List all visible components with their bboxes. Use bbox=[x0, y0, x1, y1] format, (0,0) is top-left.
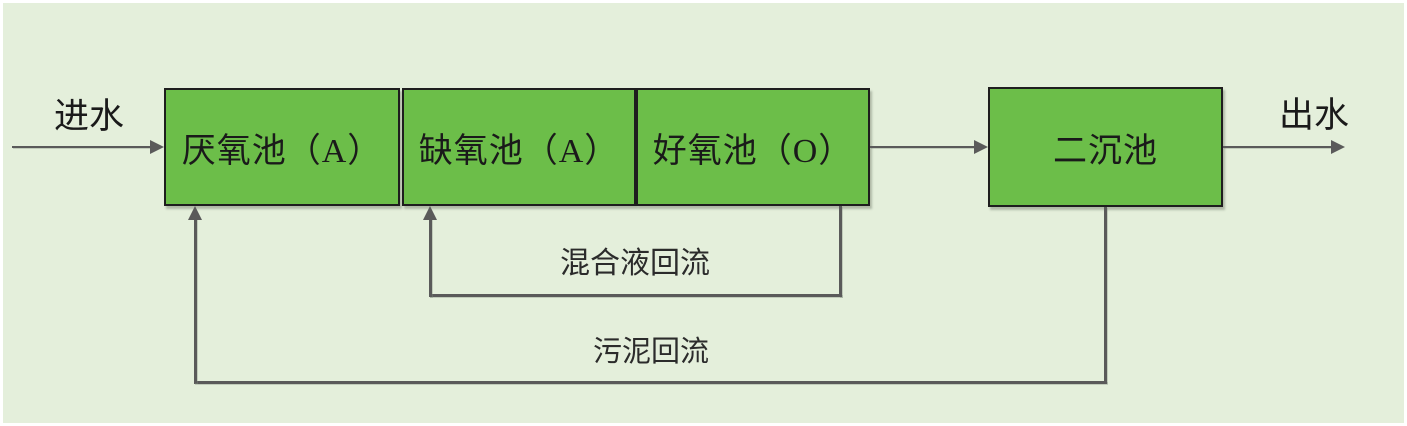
inlet-arrowhead-icon bbox=[150, 140, 164, 154]
inlet-label: 进水 bbox=[53, 97, 124, 136]
tank-aerobic: 好氧池（O） bbox=[636, 88, 870, 206]
tank-secondary-clarifier: 二沉池 bbox=[988, 87, 1223, 207]
mixed-liquor-recycle-line-bottom bbox=[429, 294, 842, 297]
inlet-arrow-line bbox=[12, 146, 152, 148]
outlet-label: 出水 bbox=[1278, 96, 1349, 135]
tank-anoxic: 缺氧池（A） bbox=[402, 88, 636, 206]
sludge-recycle-line-bottom bbox=[194, 381, 1107, 384]
mixed-liquor-recycle-line-right bbox=[839, 206, 842, 297]
outlet-arrow-line bbox=[1223, 146, 1332, 148]
tank-anaerobic: 厌氧池（A） bbox=[164, 88, 400, 206]
mixed-liquor-recycle-line-left bbox=[429, 218, 432, 297]
tank-secondary-clarifier-label: 二沉池 bbox=[1053, 132, 1158, 170]
tank-anaerobic-label: 厌氧池（A） bbox=[181, 132, 383, 170]
sludge-recycle-line-right bbox=[1104, 207, 1107, 383]
tank-aerobic-label: 好氧池（O） bbox=[652, 132, 854, 170]
sludge-recycle-label: 污泥回流 bbox=[592, 336, 709, 368]
connector-line bbox=[870, 146, 976, 148]
sludge-recycle-arrowhead-icon bbox=[188, 206, 202, 220]
mixed-liquor-recycle-label: 混合液回流 bbox=[560, 247, 710, 280]
diagram-background bbox=[3, 3, 1404, 423]
sludge-recycle-line-left bbox=[194, 218, 197, 383]
connector-arrowhead-icon bbox=[974, 140, 988, 154]
tank-anoxic-label: 缺氧池（A） bbox=[418, 132, 620, 170]
outlet-arrowhead-icon bbox=[1331, 140, 1345, 154]
mixed-liquor-recycle-arrowhead-icon bbox=[423, 206, 437, 220]
